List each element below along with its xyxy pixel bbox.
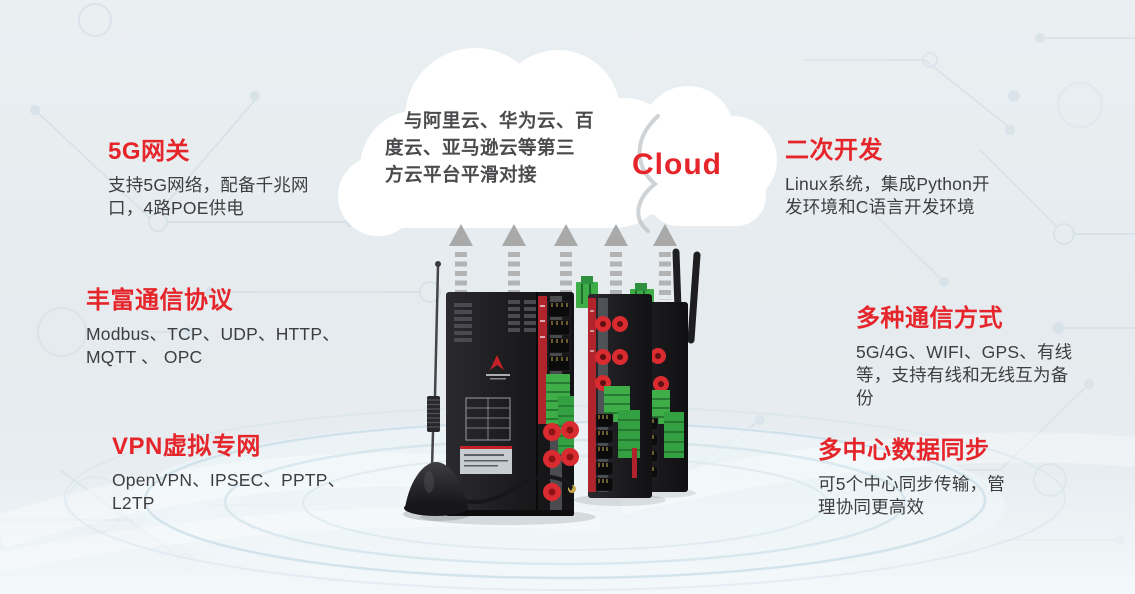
- router-device-1: [446, 292, 579, 516]
- feature-body: 支持5G网络，配备千兆网 口，4路POE供电: [108, 175, 309, 218]
- cloud-label: Cloud: [632, 148, 722, 182]
- spec-table: [465, 397, 511, 441]
- cloud-icon: [338, 48, 777, 236]
- antenna-cable: [451, 474, 574, 505]
- feature-body: Linux系统，集成Python开 发环境和C语言开发环境: [785, 174, 990, 217]
- router-device-2: [576, 276, 652, 498]
- upload-arrow: [449, 224, 473, 304]
- upload-arrow: [604, 224, 628, 298]
- feature-5g-gateway: 5G网关 支持5G网络，配备千兆网 口，4路POE供电: [108, 131, 353, 220]
- antenna-connectors: [595, 316, 628, 391]
- feature-body: 可5个中心同步传输，管 理协同更高效: [818, 474, 1005, 517]
- cloud-description: 与阿里云、华为云、百 度云、亚马逊云等第三 方云平台平滑对接: [385, 108, 650, 188]
- cloud-label-text: Cloud: [632, 148, 722, 181]
- feature-secondary-development: 二次开发 Linux系统，集成Python开 发环境和C语言开发环境: [785, 130, 1010, 219]
- cloud-description-text: 与阿里云、华为云、百 度云、亚马逊云等第三 方云平台平滑对接: [385, 110, 595, 185]
- feature-title: 二次开发: [785, 137, 883, 164]
- upload-arrow: [502, 224, 526, 300]
- brand-logo: [486, 355, 510, 380]
- feature-title: 丰富通信协议: [86, 287, 233, 314]
- feature-body: OpenVPN、IPSEC、PPTP、 L2TP: [112, 470, 346, 513]
- feature-title: 多中心数据同步: [818, 437, 990, 464]
- antenna-connectors: [543, 421, 579, 501]
- feature-vpn: VPN虚拟专网 OpenVPN、IPSEC、PPTP、 L2TP: [112, 426, 372, 515]
- feature-comm-modes: 多种通信方式 5G/4G、WIFI、GPS、有线 等，支持有线和无线互为备 份: [856, 298, 1091, 409]
- feature-body: 5G/4G、WIFI、GPS、有线 等，支持有线和无线互为备 份: [856, 342, 1073, 408]
- feature-title: 5G网关: [108, 138, 191, 165]
- vent-slots: [454, 300, 536, 342]
- terminal-block: [664, 412, 684, 458]
- feature-body: Modbus、TCP、UDP、HTTP、 MQTT 、 OPC: [86, 324, 340, 367]
- feature-multi-center-sync: 多中心数据同步 可5个中心同步传输，管 理协同更高效: [818, 430, 1033, 519]
- cloud-seam-shadow: [636, 114, 660, 233]
- feature-protocols: 丰富通信协议 Modbus、TCP、UDP、HTTP、 MQTT 、 OPC: [86, 280, 346, 369]
- feature-title: VPN虚拟专网: [112, 433, 261, 460]
- device-label: [460, 446, 512, 474]
- terminal-block: [618, 410, 640, 458]
- upload-arrow: [554, 224, 578, 298]
- ethernet-ports: [547, 301, 571, 372]
- whip-antenna-icon: [404, 261, 574, 516]
- upload-arrow: [653, 224, 677, 300]
- feature-title: 多种通信方式: [856, 305, 1003, 332]
- ethernet-ports: [595, 413, 614, 492]
